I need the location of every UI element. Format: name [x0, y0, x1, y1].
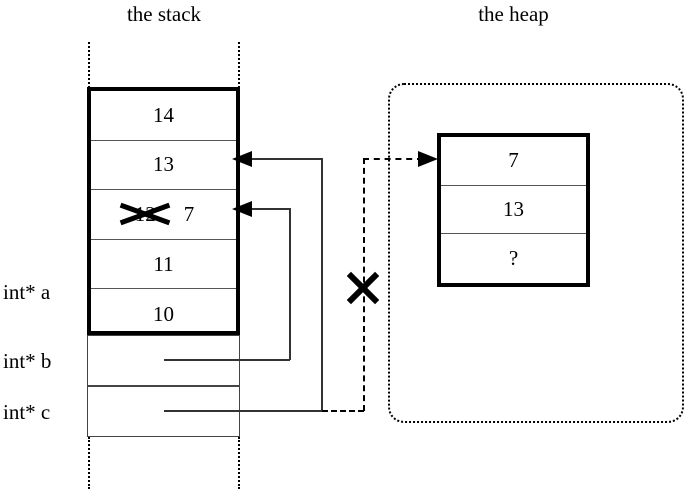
pointer-c-arrowhead-icon	[232, 151, 252, 167]
stack-frame: 14 13 12 7 11 10	[87, 87, 240, 335]
stale-pointer-dashed-h2	[363, 158, 423, 160]
stale-pointer-dashed-h1	[322, 410, 364, 412]
stack-cell-2: 12 7	[91, 190, 236, 240]
pointer-c-line-h1	[164, 410, 322, 412]
variable-label-a: int* a	[3, 280, 51, 304]
stack-cell-0: 14	[91, 91, 236, 141]
invalid-pointer-x-icon	[345, 270, 381, 306]
stack-cell-4: 10	[91, 289, 236, 339]
heap-block: 7 13 ?	[437, 133, 590, 287]
variable-label-c: int* c	[3, 400, 51, 424]
heap-cell-2-value: ?	[508, 245, 519, 270]
stack-cell-3-value: 11	[153, 251, 174, 276]
pointer-b-line-h2	[250, 208, 290, 210]
stale-pointer-arrowhead-icon	[418, 151, 438, 167]
heap-region-boundary	[388, 83, 684, 423]
stack-dotted-line-top-right	[238, 42, 240, 88]
heap-cell-1: 13	[441, 186, 586, 235]
pointer-c-line-h2	[250, 158, 322, 160]
heap-cell-0-value: 7	[508, 148, 519, 173]
pointer-c-line-v	[321, 158, 323, 411]
stack-cell-0-value: 14	[153, 102, 174, 127]
heap-cell-2: ?	[441, 234, 586, 283]
stack-title: the stack	[126, 2, 202, 26]
heap-cell-1-value: 13	[503, 196, 524, 221]
heap-title: the heap	[478, 2, 549, 26]
heap-cell-0: 7	[441, 137, 586, 186]
stack-dotted-line-bottom-left	[88, 437, 90, 489]
stack-cell-1: 13	[91, 141, 236, 191]
pointer-b-arrowhead-icon	[232, 201, 252, 217]
variable-label-b: int* b	[3, 349, 52, 373]
struck-value-group: 12	[119, 202, 171, 227]
pointer-b-line-v	[289, 208, 291, 360]
stack-cell-2-new-value: 7	[183, 201, 195, 226]
stack-cell-4-value: 10	[153, 301, 174, 326]
pointer-b-line-h1	[164, 359, 290, 361]
stack-cell-3: 11	[91, 240, 236, 290]
stack-dotted-line-bottom-right	[238, 437, 240, 489]
stack-dotted-line-top-left	[88, 42, 90, 88]
stack-cell-1-value: 13	[153, 152, 174, 177]
